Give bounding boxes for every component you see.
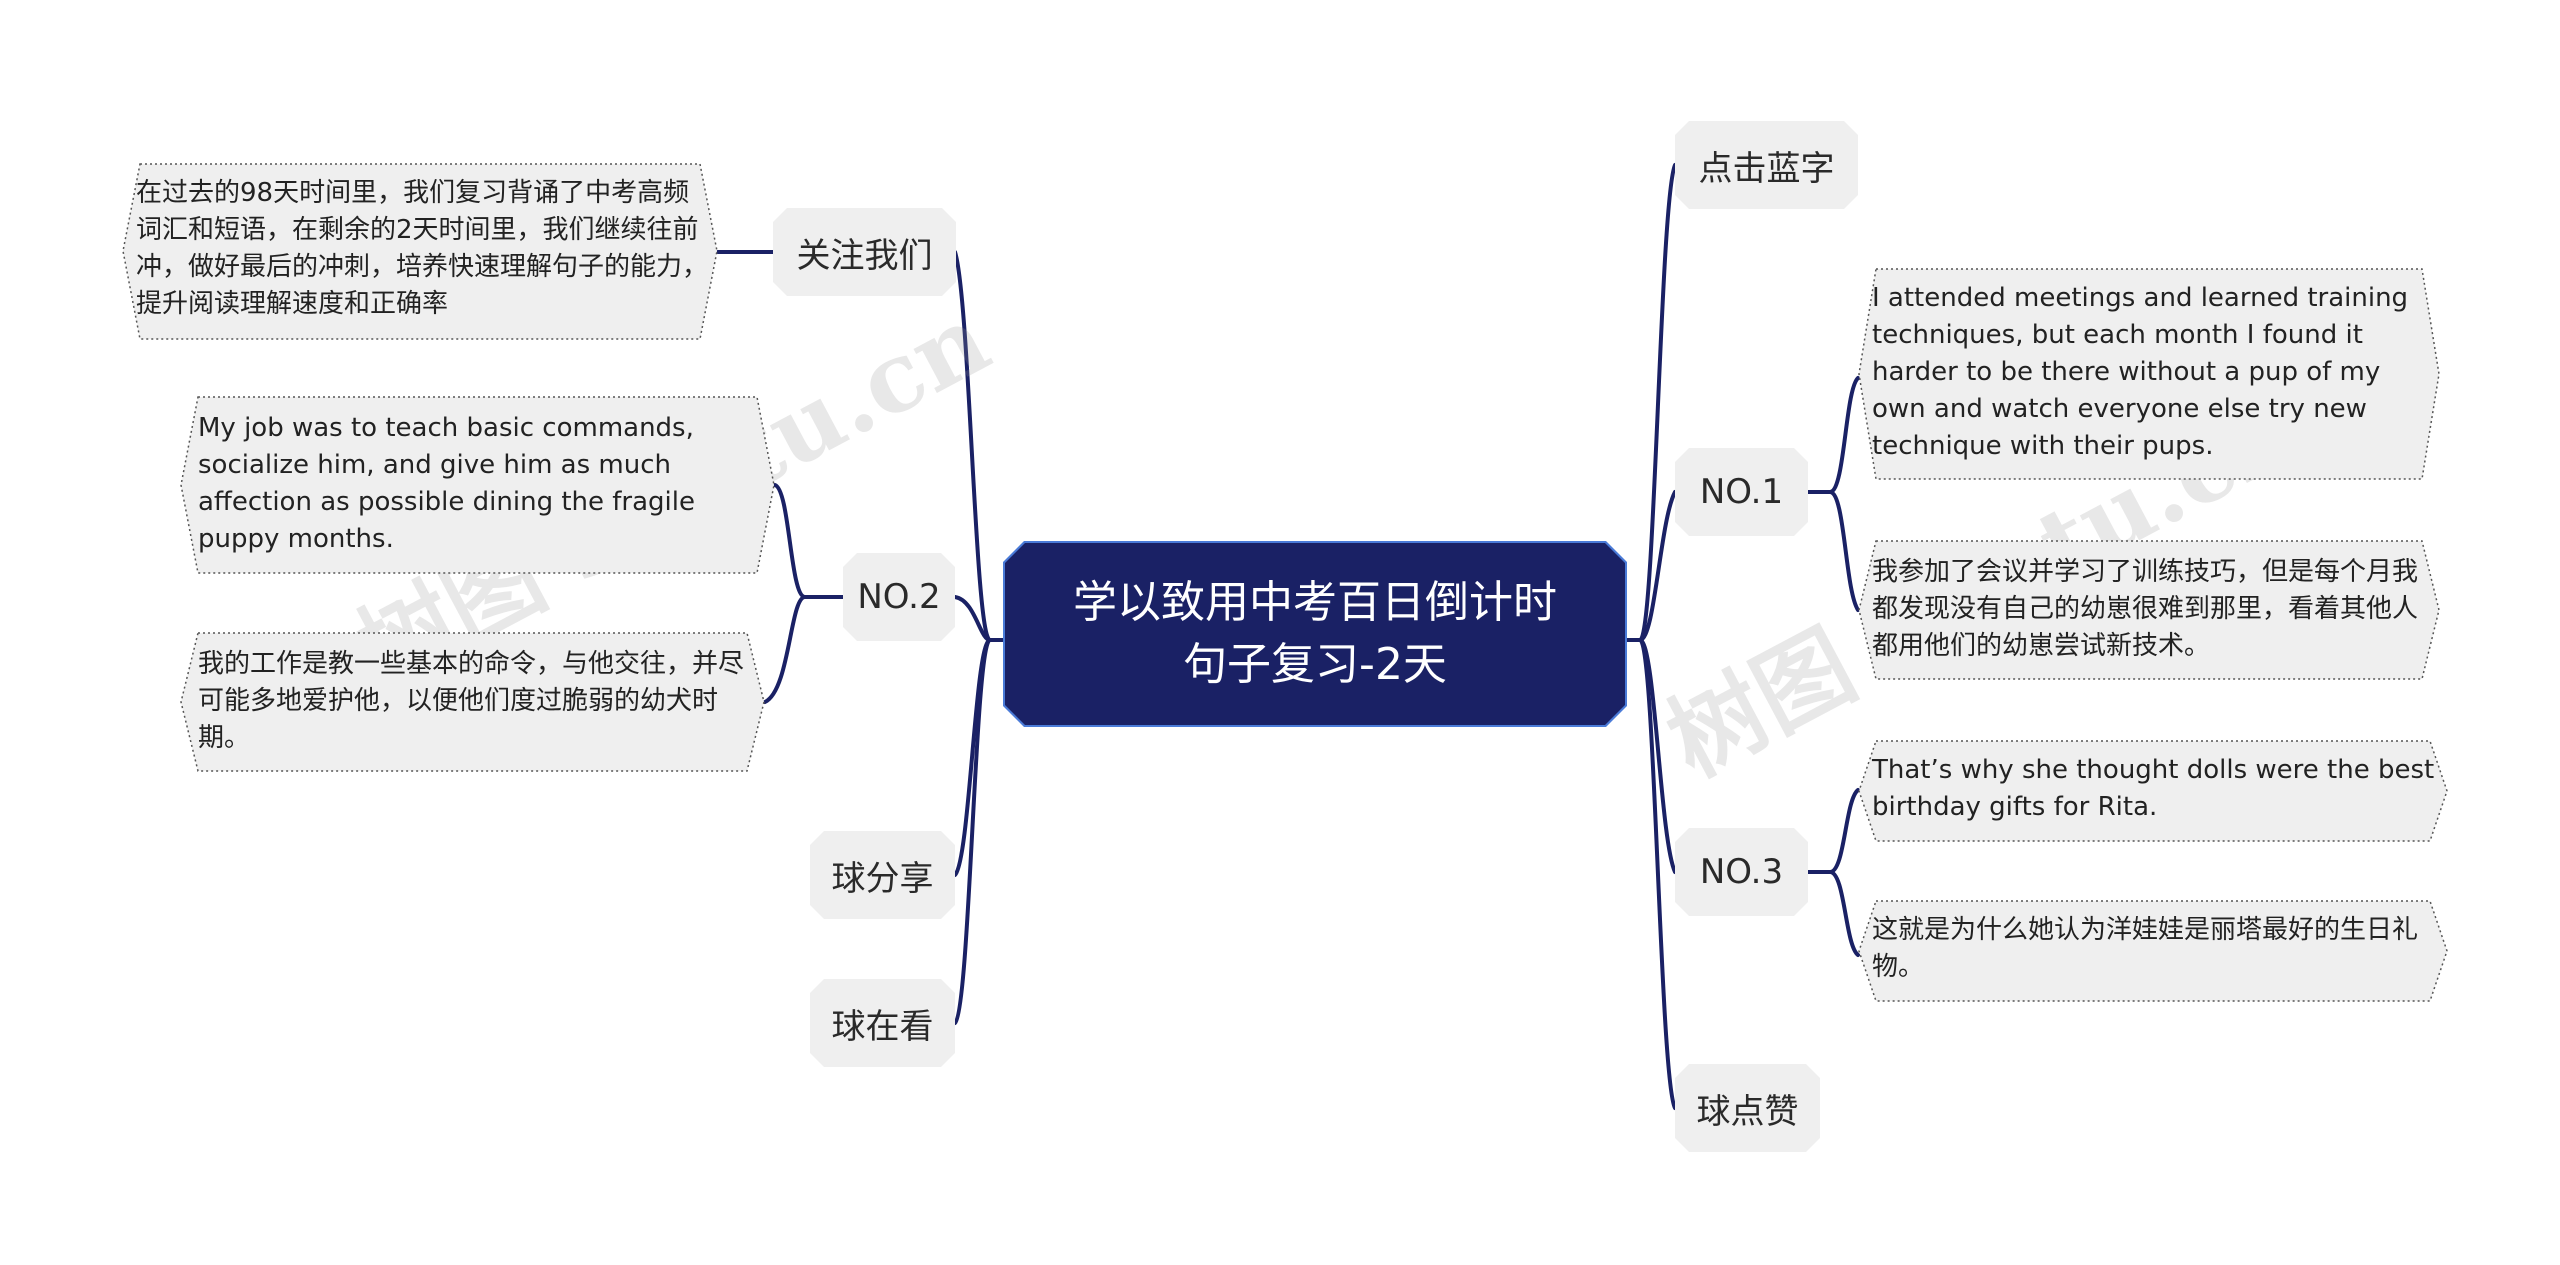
link-share [953,638,1007,877]
leaf-shape [180,632,765,772]
branch-click[interactable]: 点击蓝字 [1675,121,1858,209]
leaf-no2-cn: 我的工作是教一些基本的命令，与他交往，并尽可能多地爱护他，以便他们度过脆弱的幼犬… [180,632,765,772]
root-title-line2: 句子复习-2天 [1183,639,1447,690]
leaf-shape [122,163,718,340]
link-click [1623,163,1677,642]
leaf-follow-text: 在过去的98天时间里，我们复习背诵了中考高频词汇和短语，在剩余的2天时间里，我们… [122,163,718,340]
link-no1-en [1806,376,1860,494]
leaf-shape [1858,740,2448,842]
branch-no3[interactable]: NO.3 [1675,828,1808,916]
link-like [1623,638,1677,1110]
link-no3-en [1806,788,1860,874]
root-title-line1: 学以致用中考百日倒计时 [1073,577,1557,628]
leaf-shape [1858,540,2440,680]
leaf-shape [180,396,775,574]
leaf-no2-en: My job was to teach basic commands, soci… [180,396,775,574]
link-no2-en [773,483,845,599]
link-watch [953,638,1007,1025]
link-no3 [1623,638,1677,874]
leaf-shape [1858,268,2440,480]
leaf-no1-cn: 我参加了会议并学习了训练技巧，但是每个月我都发现没有自己的幼崽很难到那里，看着其… [1858,540,2440,680]
leaf-shape [1858,900,2448,1002]
branch-follow[interactable]: 关注我们 [773,208,956,296]
link-follow [953,250,1007,642]
branch-like[interactable]: 球点赞 [1675,1064,1820,1152]
link-no2-cn [763,595,845,704]
leaf-no3-cn: 这就是为什么她认为洋娃娃是丽塔最好的生日礼物。 [1858,900,2448,1002]
leaf-no1-en: I attended meetings and learned training… [1858,268,2440,480]
link-no1-cn [1806,490,1860,612]
leaf-no3-en: That’s why she thought dolls were the be… [1858,740,2448,842]
branch-no2[interactable]: NO.2 [843,553,955,641]
branch-share[interactable]: 球分享 [810,831,955,919]
branch-no1[interactable]: NO.1 [1675,448,1808,536]
root-node[interactable]: 学以致用中考百日倒计时 句子复习-2天 [1005,543,1625,725]
link-no1 [1623,490,1677,642]
branch-watch[interactable]: 球在看 [810,979,955,1067]
link-no3-cn [1806,870,1860,957]
